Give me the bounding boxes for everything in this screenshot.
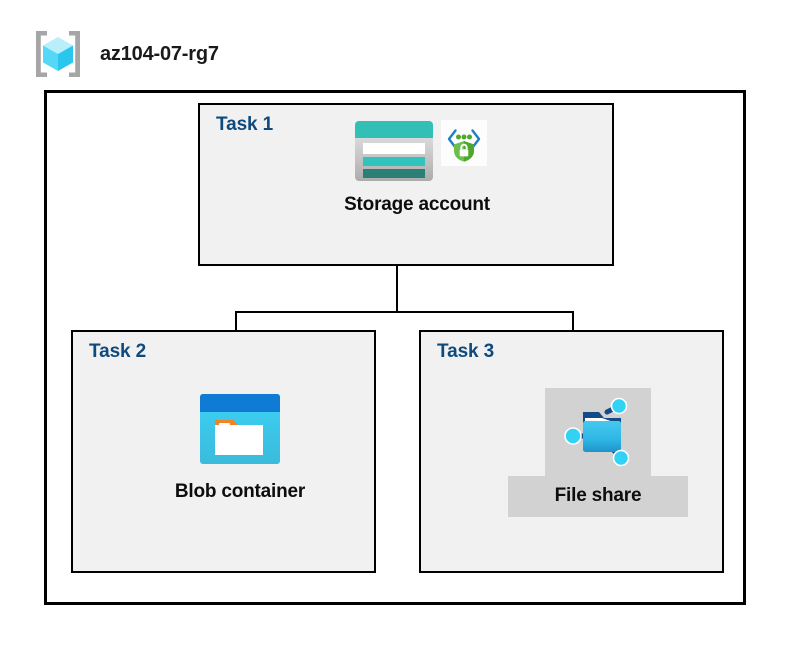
file-share-caption-highlight: File share (508, 476, 688, 517)
blob-container-icon (199, 393, 281, 465)
resource-group-name: az104-07-rg7 (100, 42, 219, 65)
node-caption-file-share: File share (554, 485, 642, 506)
task-label-1: Task 1 (216, 114, 274, 135)
task-label-2: Task 2 (89, 341, 147, 362)
node-caption-storage-account: Storage account (344, 194, 490, 215)
connector-storage-down (396, 266, 398, 312)
connector-horizontal-bus (235, 311, 574, 313)
resource-group-cube-icon (30, 26, 86, 82)
file-share-folder-icon (559, 394, 637, 472)
task-label-3: Task 3 (437, 341, 495, 362)
file-share-icon-highlight (545, 388, 651, 478)
node-blob-container[interactable]: Blob container (155, 393, 325, 503)
secure-transfer-shield-icon (440, 120, 487, 166)
node-file-share[interactable]: File share (508, 388, 688, 517)
node-storage-account[interactable]: Storage account (340, 120, 500, 216)
storage-account-icon (354, 120, 434, 182)
node-caption-blob-container: Blob container (174, 481, 306, 502)
resource-group-header: az104-07-rg7 (30, 26, 219, 82)
storage-icon-row (354, 120, 487, 182)
